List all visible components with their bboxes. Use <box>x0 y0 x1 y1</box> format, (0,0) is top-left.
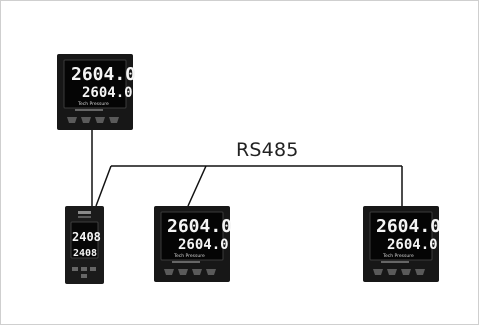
lower-button <box>192 269 202 275</box>
secondary-display: 2408 <box>73 248 97 259</box>
page-button <box>373 269 383 275</box>
raise-button <box>415 269 425 275</box>
rs485-bus <box>91 130 403 207</box>
rs485-label: RS485 <box>236 139 299 161</box>
message-line: Tech Pressure <box>173 253 205 259</box>
status-bar <box>172 261 200 263</box>
lower-button <box>401 269 411 275</box>
scroll-button <box>81 267 87 271</box>
button-row <box>373 269 425 275</box>
button-row <box>164 269 216 275</box>
primary-display: 2604.0 <box>376 216 441 237</box>
message-line: Tech Pressure <box>77 101 109 107</box>
controller-2604-right: 2604.0 2604.0 Tech Pressure <box>363 206 441 282</box>
primary-display: 2604.0 <box>167 216 232 237</box>
status-bar <box>75 109 103 111</box>
secondary-display: 2604.0 <box>178 237 229 253</box>
controller-2604-middle: 2604.0 2604.0 Tech Pressure <box>154 206 232 282</box>
raise-button <box>81 274 87 278</box>
primary-display: 2408 <box>72 230 101 244</box>
left-bus-branch <box>95 165 112 207</box>
message-line: Tech Pressure <box>382 253 414 259</box>
scroll-button <box>178 269 188 275</box>
primary-display: 2604.0 <box>71 64 136 85</box>
status-indicator <box>78 211 91 214</box>
secondary-display: 2604.0 <box>387 237 438 253</box>
controller-screen <box>369 211 433 261</box>
status-bar <box>381 261 409 263</box>
button-row <box>72 267 96 278</box>
secondary-display: 2604.0 <box>82 85 133 101</box>
raise-button <box>109 117 119 123</box>
status-indicator <box>78 216 91 218</box>
raise-button <box>206 269 216 275</box>
lower-button <box>90 267 96 271</box>
controller-2408-left: 2408 2408 <box>65 206 104 284</box>
controller-screen <box>63 59 127 109</box>
middle-controller-drop-line <box>187 165 207 207</box>
controller-2604-top: 2604.0 2604.0 Tech Pressure <box>57 54 136 130</box>
page-button <box>67 117 77 123</box>
page-button <box>72 267 78 271</box>
scroll-button <box>387 269 397 275</box>
button-row <box>67 117 119 123</box>
scroll-button <box>81 117 91 123</box>
page-button <box>164 269 174 275</box>
controller-screen <box>70 221 99 259</box>
controller-screen <box>160 211 224 261</box>
lower-button <box>95 117 105 123</box>
